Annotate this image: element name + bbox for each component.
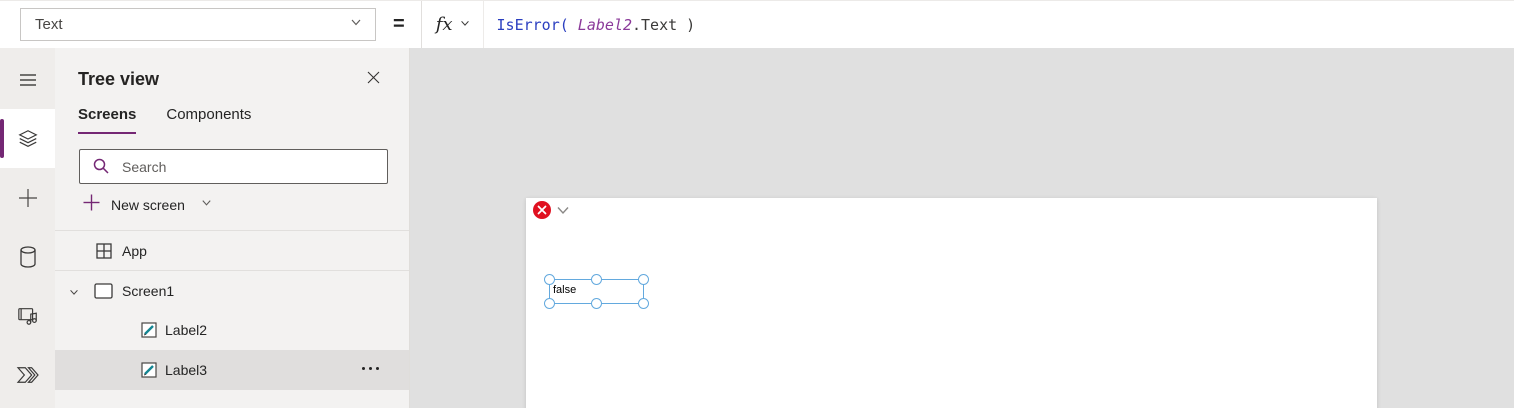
- equals-sign: =: [393, 13, 405, 35]
- resize-handle[interactable]: [544, 298, 555, 309]
- error-chevron-button[interactable]: [555, 203, 571, 220]
- tree-view-tabs: Screens Components: [55, 98, 409, 134]
- tree-item-label: Screen1: [122, 282, 175, 299]
- chevron-down-icon[interactable]: [68, 285, 80, 301]
- tab-screens[interactable]: Screens: [78, 106, 137, 134]
- main-content: Tree view Screens Components: [0, 48, 1514, 408]
- chevron-down-icon: [200, 196, 213, 214]
- resize-handle[interactable]: [544, 274, 555, 285]
- search-input[interactable]: [79, 149, 388, 184]
- selected-label-control[interactable]: false: [544, 274, 649, 309]
- left-rail: [0, 48, 55, 408]
- rail-item-power-automate[interactable]: [0, 345, 55, 404]
- search-box: [79, 149, 388, 184]
- formula-input[interactable]: IsError( Label2.Text ): [484, 1, 1514, 48]
- tree-item-label: Label3: [165, 362, 208, 378]
- tree-view-header: Tree view: [55, 48, 409, 98]
- canvas-area: false: [410, 48, 1514, 408]
- resize-handle[interactable]: [590, 274, 602, 285]
- panel-title: Tree view: [78, 68, 160, 89]
- formula-identifier-token: Label2: [577, 15, 632, 34]
- insert-plus-icon: [18, 188, 38, 208]
- error-x-icon: [537, 203, 547, 218]
- close-icon: [366, 70, 381, 88]
- label-control-text: false: [553, 284, 577, 296]
- fx-dropdown-button[interactable]: fx: [421, 1, 484, 48]
- chevron-down-icon: [555, 203, 571, 220]
- chevron-down-icon: [459, 17, 471, 32]
- tree-item-screen1[interactable]: Screen1: [55, 270, 409, 310]
- screen-icon: [94, 282, 113, 299]
- hamburger-menu-button[interactable]: [0, 50, 55, 109]
- plus-icon: [83, 194, 100, 216]
- app-screen-preview[interactable]: false: [526, 198, 1377, 408]
- tree-view-panel: Tree view Screens Components: [55, 48, 410, 408]
- more-options-icon: [362, 367, 365, 370]
- chevron-down-icon: [349, 15, 363, 34]
- rail-item-media[interactable]: [0, 286, 55, 345]
- resize-handle[interactable]: [590, 298, 602, 309]
- property-selector-value: Text: [35, 16, 63, 33]
- tab-components[interactable]: Components: [166, 106, 252, 123]
- tree-item-label3[interactable]: Label3: [55, 350, 409, 390]
- label-icon: [140, 321, 158, 339]
- fx-icon: fx: [435, 14, 453, 35]
- tree-view-icon: [17, 128, 39, 150]
- formula-section: fx IsError( Label2.Text ): [420, 1, 1514, 48]
- media-icon: [17, 305, 39, 327]
- new-screen-label: New screen: [111, 197, 185, 213]
- formula-function-token: IsError(: [496, 15, 578, 34]
- rail-item-data[interactable]: [0, 227, 55, 286]
- power-automate-icon: [16, 365, 40, 385]
- tree-items: App Screen1: [55, 230, 409, 390]
- resize-handle[interactable]: [638, 298, 649, 309]
- more-options-button[interactable]: [362, 367, 379, 370]
- tree-item-label2[interactable]: Label2: [55, 310, 409, 350]
- new-screen-button[interactable]: New screen: [55, 184, 409, 226]
- formula-rest-token: .Text ): [631, 15, 696, 34]
- close-panel-button[interactable]: [364, 68, 383, 90]
- error-badge-button[interactable]: [533, 201, 551, 219]
- formula-bar: Text = fx IsError( Label2.Text ): [0, 0, 1514, 48]
- label-icon: [140, 361, 158, 379]
- tree-item-label: Label2: [165, 322, 208, 338]
- tree-item-app[interactable]: App: [55, 230, 409, 270]
- data-icon: [19, 245, 37, 268]
- rail-item-insert[interactable]: [0, 168, 55, 227]
- app-icon: [95, 242, 113, 260]
- resize-handle[interactable]: [638, 274, 649, 285]
- rail-item-tree-view[interactable]: [0, 109, 55, 168]
- property-selector[interactable]: Text: [20, 8, 376, 41]
- search-icon: [92, 157, 110, 180]
- hamburger-icon: [18, 70, 38, 90]
- tree-item-label: App: [122, 242, 147, 259]
